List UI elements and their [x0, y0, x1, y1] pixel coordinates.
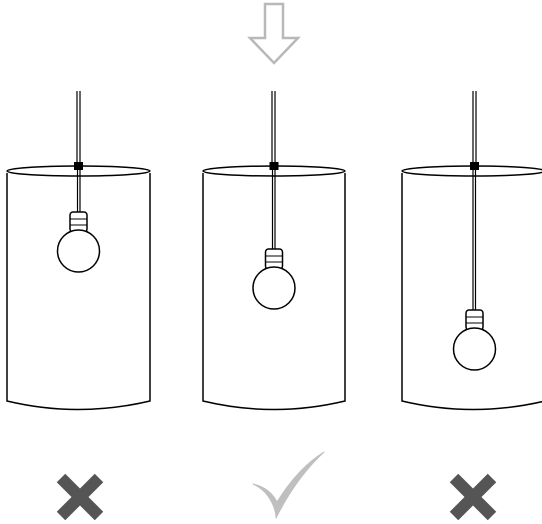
down-arrow-icon [247, 2, 301, 65]
drum-shade [401, 165, 542, 411]
pendant-lamp-too-high [6, 91, 151, 411]
socket-connector [74, 162, 83, 170]
light-bulb [56, 211, 101, 273]
x-mark-icon [56, 473, 104, 521]
x-mark-icon [449, 473, 497, 521]
checkmark-icon [252, 451, 325, 519]
light-bulb [252, 248, 296, 310]
drum-shade [6, 165, 151, 411]
socket-connector [470, 162, 479, 170]
pendant-lamp-too-low [401, 91, 542, 411]
socket-connector [269, 162, 279, 170]
light-bulb [452, 309, 497, 371]
pendant-lamp-centered [202, 91, 346, 411]
